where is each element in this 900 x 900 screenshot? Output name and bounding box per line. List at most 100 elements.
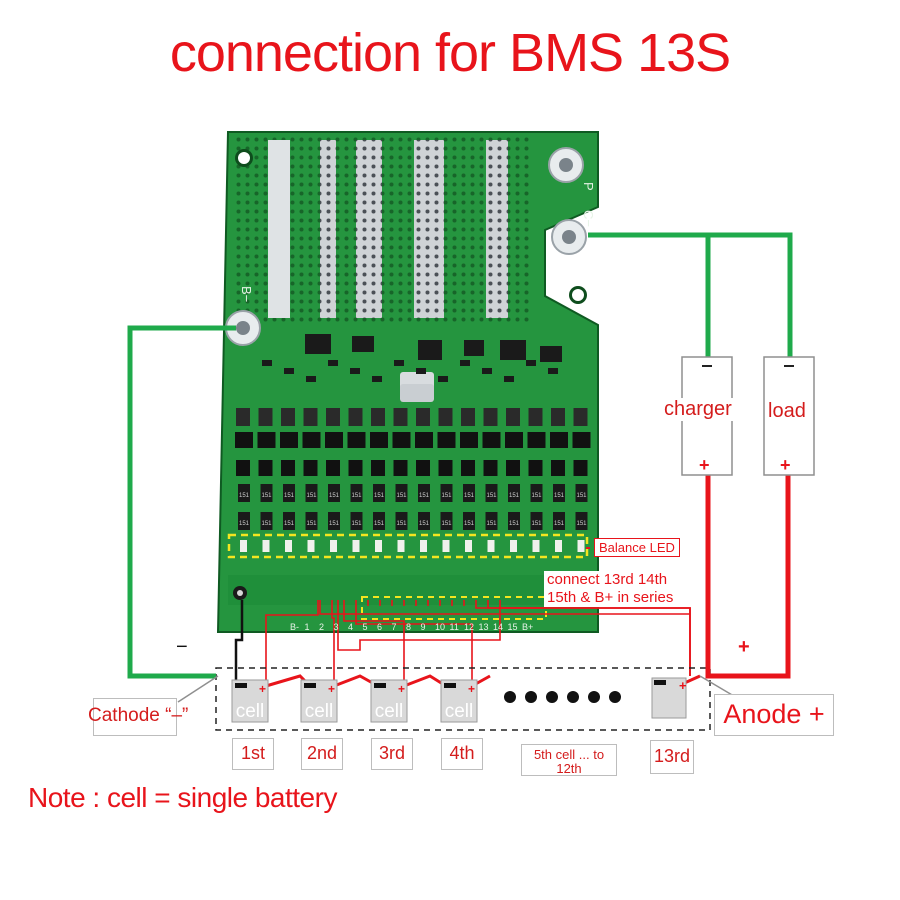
cell-1: +cell xyxy=(231,679,269,723)
pin-label: 9 xyxy=(420,622,426,632)
c-minus-wire xyxy=(588,232,793,360)
pin-label: 8 xyxy=(406,622,412,632)
resistor xyxy=(393,408,408,426)
resistor-marking: 151 xyxy=(262,521,273,527)
resistor-marking: 151 xyxy=(442,521,453,527)
resistor xyxy=(530,484,543,502)
mosfet xyxy=(325,432,343,448)
resistor xyxy=(236,408,250,426)
balance-led xyxy=(465,540,472,552)
cell-2: +cell xyxy=(300,679,338,723)
pin-label: 12 xyxy=(464,622,475,632)
pin-label: 1 xyxy=(304,622,310,632)
component xyxy=(483,460,498,476)
charger-positive-wire xyxy=(705,472,712,679)
component xyxy=(506,460,520,476)
resistor-marking: 151 xyxy=(307,521,318,527)
component xyxy=(438,376,448,382)
cell-label: cell xyxy=(305,701,334,722)
cathode-text: Cathode “–” xyxy=(88,705,189,726)
resistor xyxy=(303,408,318,426)
c-minus-silk: C− xyxy=(581,210,596,227)
mosfet xyxy=(572,432,591,448)
resistor xyxy=(461,408,475,426)
copper-strip xyxy=(268,140,290,318)
component xyxy=(504,376,514,382)
balance-led xyxy=(487,540,495,552)
pin-label: 14 xyxy=(493,622,504,632)
component xyxy=(306,376,316,382)
cell-number-3: 3rd xyxy=(371,738,413,770)
component xyxy=(352,336,374,352)
resistor-marking: 151 xyxy=(419,521,430,527)
mosfet xyxy=(370,432,388,448)
mosfet xyxy=(235,432,253,448)
component xyxy=(303,460,318,476)
resistor xyxy=(305,484,318,502)
pin-label: 13 xyxy=(478,622,489,632)
resistor xyxy=(530,512,543,530)
balance-led xyxy=(420,540,427,552)
cell-plus-mark: + xyxy=(468,682,475,696)
resistor xyxy=(350,484,363,502)
pcb-board: 1511511511511511511511511511511511511511… xyxy=(216,131,599,633)
balance-led xyxy=(330,540,337,552)
resistor-marking: 151 xyxy=(329,521,340,527)
component xyxy=(328,360,338,366)
balance-led xyxy=(240,540,247,552)
pin-label: B- xyxy=(290,622,299,632)
resistor xyxy=(258,408,273,426)
cell-number-1: 1st xyxy=(232,738,274,770)
resistor xyxy=(463,484,475,502)
balance-wire xyxy=(355,600,473,684)
balance-wires xyxy=(265,600,691,684)
balance-led xyxy=(555,540,562,552)
resistor xyxy=(508,512,520,530)
copper-strip xyxy=(356,140,382,318)
led-row xyxy=(240,540,585,552)
pin-label: B+ xyxy=(522,622,534,632)
resistor-marking: 151 xyxy=(239,521,250,527)
component xyxy=(372,376,382,382)
component xyxy=(528,460,543,476)
resistor-marking: 151 xyxy=(262,493,273,499)
charger-label: charger xyxy=(662,398,734,421)
p-minus-silk: P xyxy=(581,182,596,191)
component xyxy=(350,368,360,374)
resistor xyxy=(238,484,250,502)
mosfet xyxy=(437,432,456,448)
b-minus-silk: B− xyxy=(239,286,254,303)
cell-4: +cell xyxy=(440,679,478,723)
b-minus-wire xyxy=(127,325,236,679)
component xyxy=(258,460,273,476)
resistor xyxy=(573,408,588,426)
load-label: load xyxy=(766,400,808,423)
resistor xyxy=(553,512,565,530)
pin-label: 7 xyxy=(391,622,397,632)
resistor xyxy=(508,484,520,502)
balance-led xyxy=(375,540,382,552)
series-note-line2: 15th & B+ in series xyxy=(547,589,674,606)
component xyxy=(416,368,426,374)
mosfet xyxy=(460,432,478,448)
resistor xyxy=(528,408,543,426)
component xyxy=(281,460,295,476)
pin-label: 3 xyxy=(333,622,339,632)
resistor-marking: 151 xyxy=(397,493,408,499)
component xyxy=(393,460,408,476)
cell-label: cell xyxy=(375,701,404,722)
cell-label: cell xyxy=(236,701,265,722)
resistor-marking: 151 xyxy=(239,493,250,499)
component xyxy=(482,368,492,374)
load-positive-wire xyxy=(712,472,791,679)
pin-label: 15 xyxy=(507,622,518,632)
resistor-marking: 151 xyxy=(442,493,453,499)
cell-minus-terminal xyxy=(304,683,316,688)
resistor-marking: 151 xyxy=(284,521,295,527)
resistor xyxy=(418,484,430,502)
cell-minus-terminal xyxy=(374,683,386,688)
pin-label: 4 xyxy=(348,622,354,632)
balance-wire xyxy=(499,600,691,676)
component xyxy=(460,360,470,366)
